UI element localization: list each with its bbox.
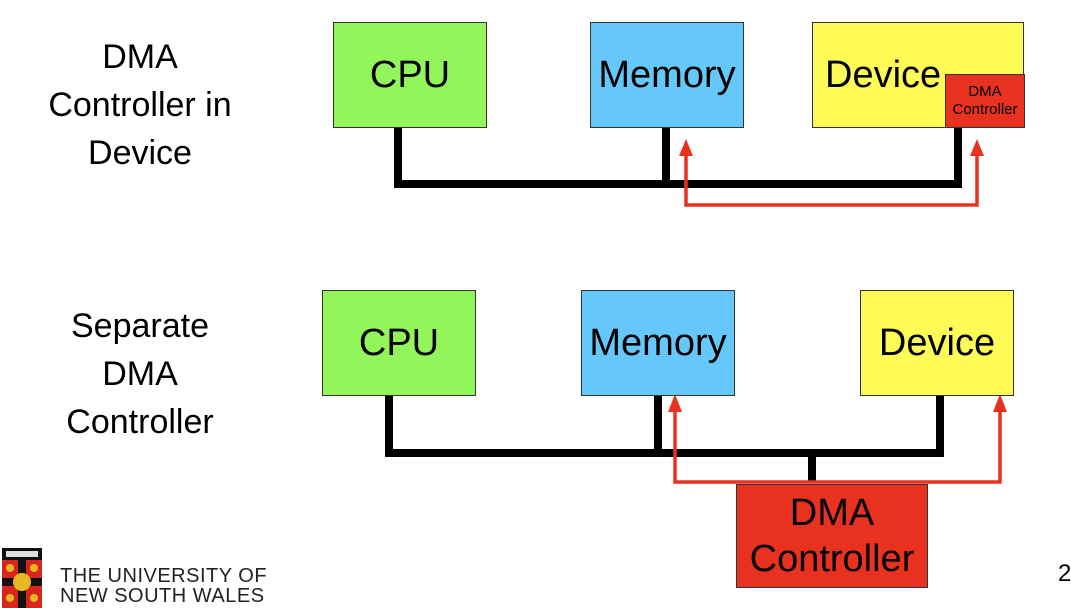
controller-label: Controller [749, 538, 915, 580]
cpu-bus-line [385, 396, 944, 457]
label-line: Separate [71, 307, 209, 345]
top-section-label: DMA Controller in Device [0, 33, 280, 177]
memory-label: Memory [589, 321, 727, 364]
device-box-bottom: Device [860, 290, 1014, 396]
controller-label: Controller [952, 101, 1018, 118]
arrow-head-device [970, 139, 984, 156]
label-line: DMA [102, 38, 178, 76]
label-line: DMA [102, 355, 178, 393]
arrow-head-memory [679, 139, 693, 156]
device-label: Device [825, 53, 942, 96]
top-system-bus [394, 128, 962, 188]
label-line: Controller [66, 403, 214, 441]
label-line: Controller in [48, 86, 232, 124]
university-line-2: NEW SOUTH WALES [60, 585, 265, 607]
bottom-dma-arrow [673, 410, 1002, 484]
memory-box-top: Memory [590, 22, 744, 128]
bottom-section-label: Separate DMA Controller [0, 302, 280, 446]
memory-label: Memory [598, 53, 736, 96]
memory-box-bottom: Memory [581, 290, 735, 396]
arrow-head-device [993, 394, 1007, 412]
page-number: 2 [1058, 560, 1071, 587]
device-label: Device [878, 321, 996, 364]
cpu-box-top: CPU [333, 22, 487, 128]
cpu-label: CPU [358, 321, 440, 364]
cpu-box-bottom: CPU [322, 290, 476, 396]
cpu-bus-line [394, 128, 962, 188]
dma-label: DMA [968, 83, 1002, 100]
arrow-head-memory [668, 394, 682, 412]
label-line: Device [88, 134, 192, 172]
dma-label: DMA [789, 492, 875, 534]
university-line-1: THE UNIVERSITY OF [60, 565, 268, 587]
top-dma-arrow [684, 154, 979, 207]
university-name: THE UNIVERSITY OF NEW SOUTH WALES [60, 566, 267, 606]
embedded-dma-controller-box: DMA Controller [945, 74, 1025, 128]
unsw-crest-logo [0, 546, 44, 608]
separate-dma-controller-box: DMA Controller [736, 484, 928, 588]
bottom-system-bus [385, 396, 944, 482]
cpu-label: CPU [369, 53, 451, 96]
